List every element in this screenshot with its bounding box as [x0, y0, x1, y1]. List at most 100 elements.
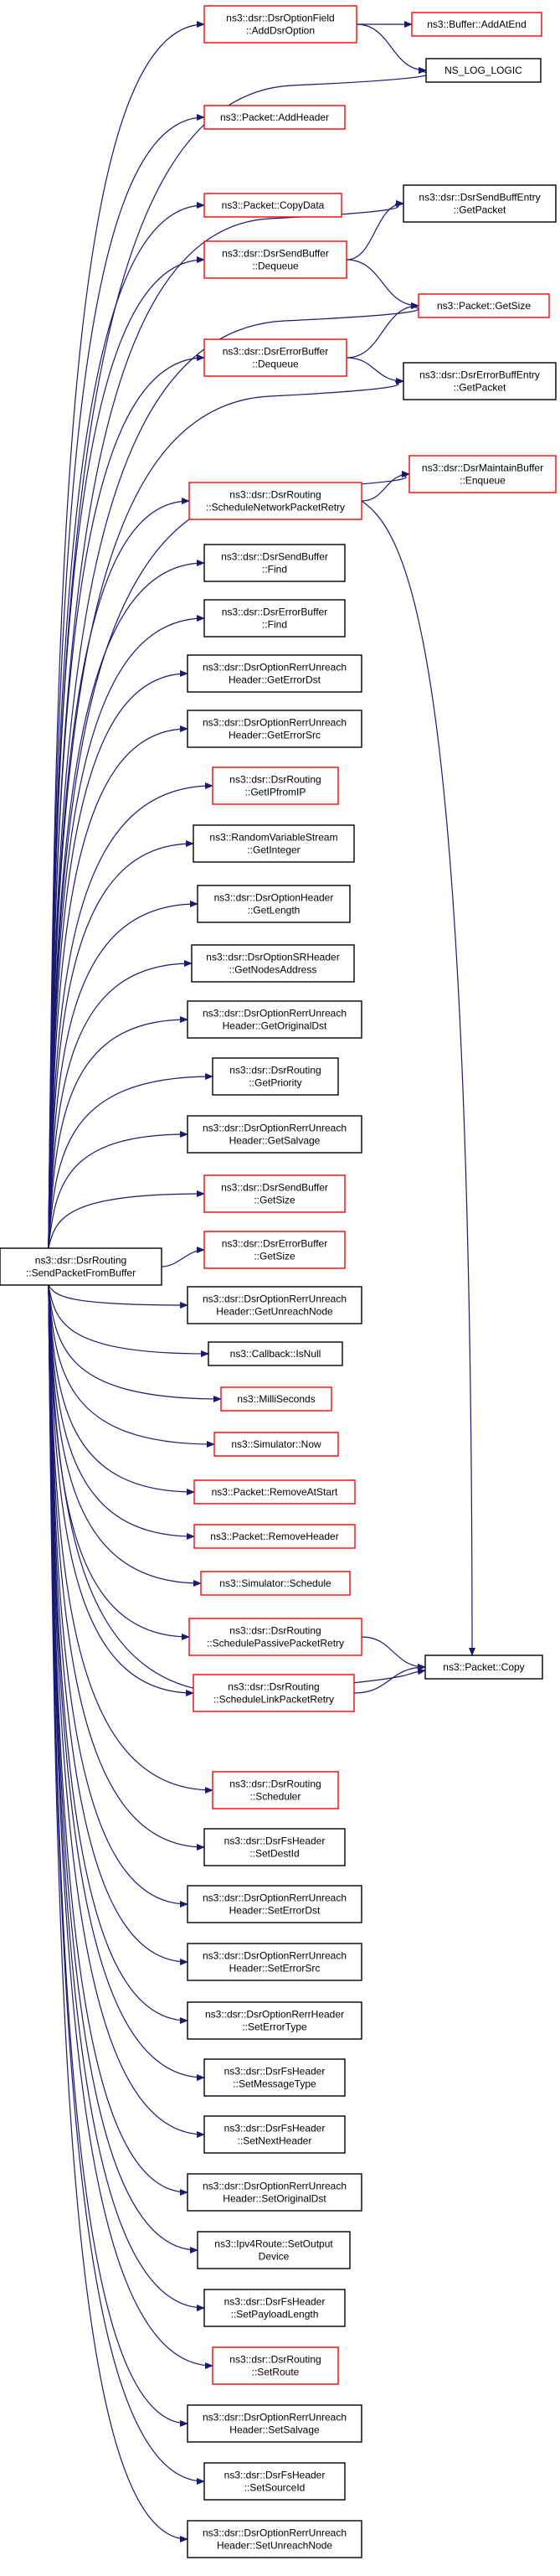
function-node-error-buffer-get-size[interactable]: ns3::dsr::DsrErrorBuffer::GetSize [203, 1231, 346, 1269]
node-label-line: ns3::dsr::DsrOptionHeader [214, 892, 334, 904]
function-node-rerr-get-unreach-node[interactable]: ns3::dsr::DsrOptionRerrUnreachHeader::Ge… [187, 1286, 362, 1324]
call-edge [346, 357, 404, 385]
function-node-add-dsr-option[interactable]: ns3::dsr::DsrOptionField::AddDsrOption [203, 5, 357, 44]
function-node-sr-header-get-nodes-address[interactable]: ns3::dsr::DsrOptionSRHeader::GetNodesAdd… [191, 944, 355, 983]
function-node-rerr-header-set-error-type[interactable]: ns3::dsr::DsrOptionRerrHeader::SetErrorT… [187, 2001, 362, 2040]
node-label-line: ns3::dsr::DsrRouting [229, 774, 321, 786]
function-node-packet-add-header[interactable]: ns3::Packet::AddHeader [203, 105, 346, 130]
node-label-line: ns3::dsr::DsrOptionRerrUnreach [203, 662, 347, 674]
function-node-rerr-get-original-dst[interactable]: ns3::dsr::DsrOptionRerrUnreachHeader::Ge… [187, 1000, 362, 1039]
call-edge [48, 1284, 195, 1495]
function-node-rerr-get-error-src[interactable]: ns3::dsr::DsrOptionRerrUnreachHeader::Ge… [187, 710, 362, 748]
node-label-line: ns3::dsr::DsrOptionRerrUnreach [203, 717, 347, 729]
function-node-ns-log-logic[interactable]: NS_LOG_LOGIC [425, 58, 542, 83]
function-node-packet-copy[interactable]: ns3::Packet::Copy [424, 1655, 543, 1680]
node-box [203, 1231, 346, 1269]
function-node-packet-copy-data[interactable]: ns3::Packet::CopyData [203, 193, 342, 218]
function-node-routing-get-priority[interactable]: ns3::dsr::DsrRouting::GetPriority [212, 1057, 339, 1096]
function-node-option-header-get-length[interactable]: ns3::dsr::DsrOptionHeader::GetLength [197, 885, 351, 923]
node-label-line: Header::GetErrorDst [229, 674, 321, 686]
function-node-packet-remove-header[interactable]: ns3::Packet::RemoveHeader [193, 1524, 356, 1549]
call-edge [48, 1284, 188, 1309]
function-node-fs-set-next-header[interactable]: ns3::dsr::DsrFsHeader::SetNextHeader [203, 2115, 346, 2154]
call-edge [48, 1284, 205, 2311]
function-node-callback-is-null[interactable]: ns3::Callback::IsNull [208, 1341, 343, 1366]
node-box [187, 654, 362, 693]
function-node-rerr-set-salvage[interactable]: ns3::dsr::DsrOptionRerrUnreachHeader::Se… [187, 2404, 362, 2443]
node-box [212, 2346, 339, 2385]
call-edge [48, 1190, 205, 1249]
node-label-line: ns3::dsr::DsrSendBuffEntry [419, 192, 540, 204]
node-label-line: NS_LOG_LOGIC [444, 65, 522, 76]
node-box [187, 1885, 362, 1923]
function-node-packet-get-size[interactable]: ns3::Packet::GetSize [418, 293, 550, 318]
function-node-rerr-set-error-dst[interactable]: ns3::dsr::DsrOptionRerrUnreachHeader::Se… [187, 1885, 362, 1923]
node-label-line: ::ScheduleLinkPacketRetry [213, 1694, 334, 1706]
call-edge [48, 1131, 188, 1249]
function-node-fs-set-source-id[interactable]: ns3::dsr::DsrFsHeader::SetSourceId [203, 2462, 346, 2501]
function-node-rerr-get-error-dst[interactable]: ns3::dsr::DsrOptionRerrUnreachHeader::Ge… [187, 654, 362, 693]
node-box [188, 482, 362, 520]
function-node-schedule-network-packet-retry[interactable]: ns3::dsr::DsrRouting::ScheduleNetworkPac… [188, 482, 362, 520]
node-box [200, 1571, 351, 1596]
function-node-packet-remove-at-start[interactable]: ns3::Packet::RemoveAtStart [193, 1479, 356, 1505]
node-box [187, 1943, 362, 1981]
node-label-line: ns3::dsr::DsrOptionRerrUnreach [203, 1008, 347, 1020]
call-edge [48, 1284, 190, 1640]
node-box [188, 1618, 362, 1656]
node-label-line: ns3::dsr::DsrSendBuffer [222, 248, 329, 260]
function-node-get-i-pfrom-ip[interactable]: ns3::dsr::DsrRouting::GetIPfromIP [212, 767, 339, 805]
function-node-rerr-get-salvage[interactable]: ns3::dsr::DsrOptionRerrUnreachHeader::Ge… [187, 1115, 362, 1154]
function-node-schedule-link-packet-retry[interactable]: ns3::dsr::DsrRouting::ScheduleLinkPacket… [193, 1674, 355, 1712]
function-node-schedule-passive-packet-retry[interactable]: ns3::dsr::DsrRouting::SchedulePassivePac… [188, 1618, 362, 1656]
node-box [213, 1432, 339, 1457]
node-box [193, 1479, 356, 1505]
function-node-buffer-add-at-end[interactable]: ns3::Buffer::AddAtEnd [411, 12, 542, 37]
node-label-line: ns3::dsr::DsrFsHeader [224, 2470, 326, 2481]
function-node-simulator-schedule[interactable]: ns3::Simulator::Schedule [200, 1571, 351, 1596]
function-node-fs-set-payload-length[interactable]: ns3::dsr::DsrFsHeader::SetPayloadLength [203, 2289, 346, 2327]
function-node-rerr-set-original-dst[interactable]: ns3::dsr::DsrOptionRerrUnreachHeader::Se… [187, 2173, 362, 2212]
function-node-fs-set-message-type[interactable]: ns3::dsr::DsrFsHeader::SetMessageType [203, 2058, 346, 2097]
function-node-error-buffer-dequeue[interactable]: ns3::dsr::DsrErrorBuffer::Dequeue [203, 338, 347, 377]
function-node-send-buffer-dequeue[interactable]: ns3::dsr::DsrSendBuffer::Dequeue [203, 240, 347, 279]
node-label-line: ns3::dsr::DsrFsHeader [224, 2296, 326, 2308]
node-box [193, 1674, 355, 1712]
node-label-line: Device [259, 2251, 290, 2263]
function-node-routing-set-route[interactable]: ns3::dsr::DsrRouting::SetRoute [212, 2346, 339, 2385]
node-box [212, 767, 339, 805]
function-node-routing-scheduler[interactable]: ns3::dsr::DsrRouting::Scheduler [212, 1771, 339, 1809]
node-label-line: Header::GetOriginalDst [223, 1020, 327, 1032]
node-box [203, 338, 347, 377]
node-box [187, 710, 362, 748]
call-edge [48, 256, 205, 1249]
call-edge [353, 1664, 426, 1694]
call-edge [48, 1284, 188, 2427]
call-edge [346, 259, 419, 309]
function-node-error-buffer-find[interactable]: ns3::dsr::DsrErrorBuffer::Find [203, 599, 346, 638]
function-node-rerr-set-unreach-node[interactable]: ns3::dsr::DsrOptionRerrUnreachHeader::Se… [187, 2520, 362, 2558]
function-node-fs-set-dest-id[interactable]: ns3::dsr::DsrFsHeader::SetDestId [203, 1828, 346, 1866]
call-edge [361, 471, 410, 502]
function-node-simulator-now[interactable]: ns3::Simulator::Now [213, 1432, 339, 1457]
node-label-line: ns3::dsr::DsrOptionRerrUnreach [203, 1293, 347, 1305]
function-node-rerr-set-error-src[interactable]: ns3::dsr::DsrOptionRerrUnreachHeader::Se… [187, 1943, 362, 1981]
function-node-maintain-buffer-enqueue[interactable]: ns3::dsr::DsrMaintainBuffer::Enqueue [408, 455, 557, 493]
function-node-send-buff-entry-get-packet[interactable]: ns3::dsr::DsrSendBuffEntry::GetPacket [403, 184, 557, 223]
node-label-line: ns3::dsr::DsrOptionRerrUnreach [203, 1892, 347, 1904]
node-box [187, 2520, 362, 2558]
function-node-milli-seconds[interactable]: ns3::MilliSeconds [220, 1386, 332, 1412]
node-box [203, 105, 346, 130]
node-label-line: Header::SetErrorSrc [229, 1963, 321, 1975]
node-label-line: ::SetRoute [252, 2367, 300, 2378]
node-label-line: ::GetPacket [454, 204, 506, 216]
node-box [187, 2404, 362, 2443]
node-box [197, 2231, 351, 2269]
node-label-line: ::GetSize [254, 1195, 295, 1206]
function-node-error-buff-entry-get-packet[interactable]: ns3::dsr::DsrErrorBuffEntry::GetPacket [403, 362, 557, 400]
function-node-send-buffer-get-size[interactable]: ns3::dsr::DsrSendBuffer::GetSize [203, 1174, 346, 1213]
function-node-send-buffer-find[interactable]: ns3::dsr::DsrSendBuffer::Find [203, 544, 346, 582]
function-node-rvs-get-integer[interactable]: ns3::RandomVariableStream::GetInteger [193, 824, 355, 863]
node-box [208, 1341, 343, 1366]
